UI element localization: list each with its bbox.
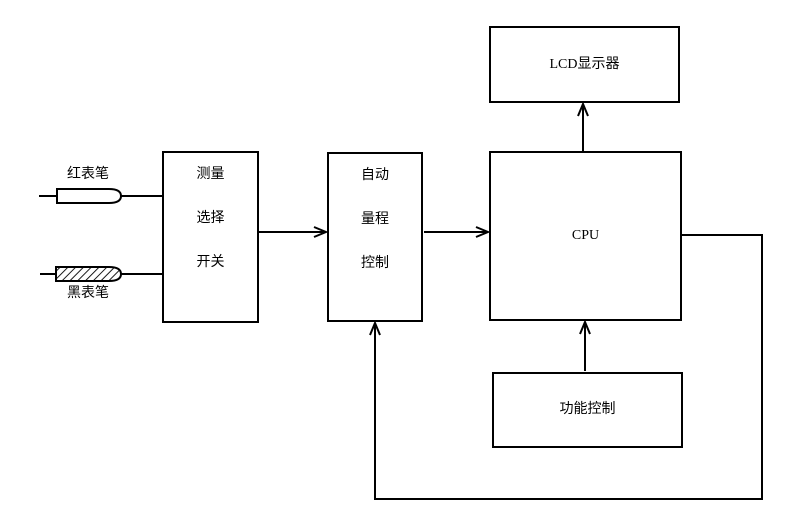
function-control-label: 功能控制	[559, 402, 616, 417]
arrow-range-to-cpu-head	[475, 226, 491, 238]
auto-range-line: 量程	[361, 212, 389, 227]
lcd-display-label: LCD显示器	[549, 56, 620, 72]
feedback-path-cpu-to-range	[374, 234, 763, 500]
black-probe-icon	[55, 266, 123, 282]
box-measure-switch: 测量 选择 开关	[162, 151, 259, 323]
red-probe-icon	[56, 188, 123, 204]
red-probe-label: 红表笔	[67, 167, 109, 182]
box-auto-range: 自动 量程 控制	[327, 152, 423, 322]
box-cpu: CPU	[489, 151, 682, 321]
measure-switch-line: 开关	[196, 255, 225, 270]
measure-switch-line: 选择	[196, 211, 225, 226]
auto-range-line: 控制	[361, 256, 389, 271]
arrow-function-to-cpu-head	[579, 319, 591, 335]
black-probe-label: 黑表笔	[67, 286, 109, 301]
arrow-cpu-to-lcd-head	[577, 101, 589, 117]
box-function-control: 功能控制	[492, 372, 683, 448]
auto-range-line: 自动	[361, 168, 389, 183]
feedback-path-head	[369, 320, 381, 336]
measure-switch-line: 测量	[196, 167, 225, 182]
cpu-label: CPU	[571, 228, 600, 243]
box-lcd-display: LCD显示器	[489, 26, 680, 103]
arrow-switch-to-range-head	[313, 226, 329, 238]
